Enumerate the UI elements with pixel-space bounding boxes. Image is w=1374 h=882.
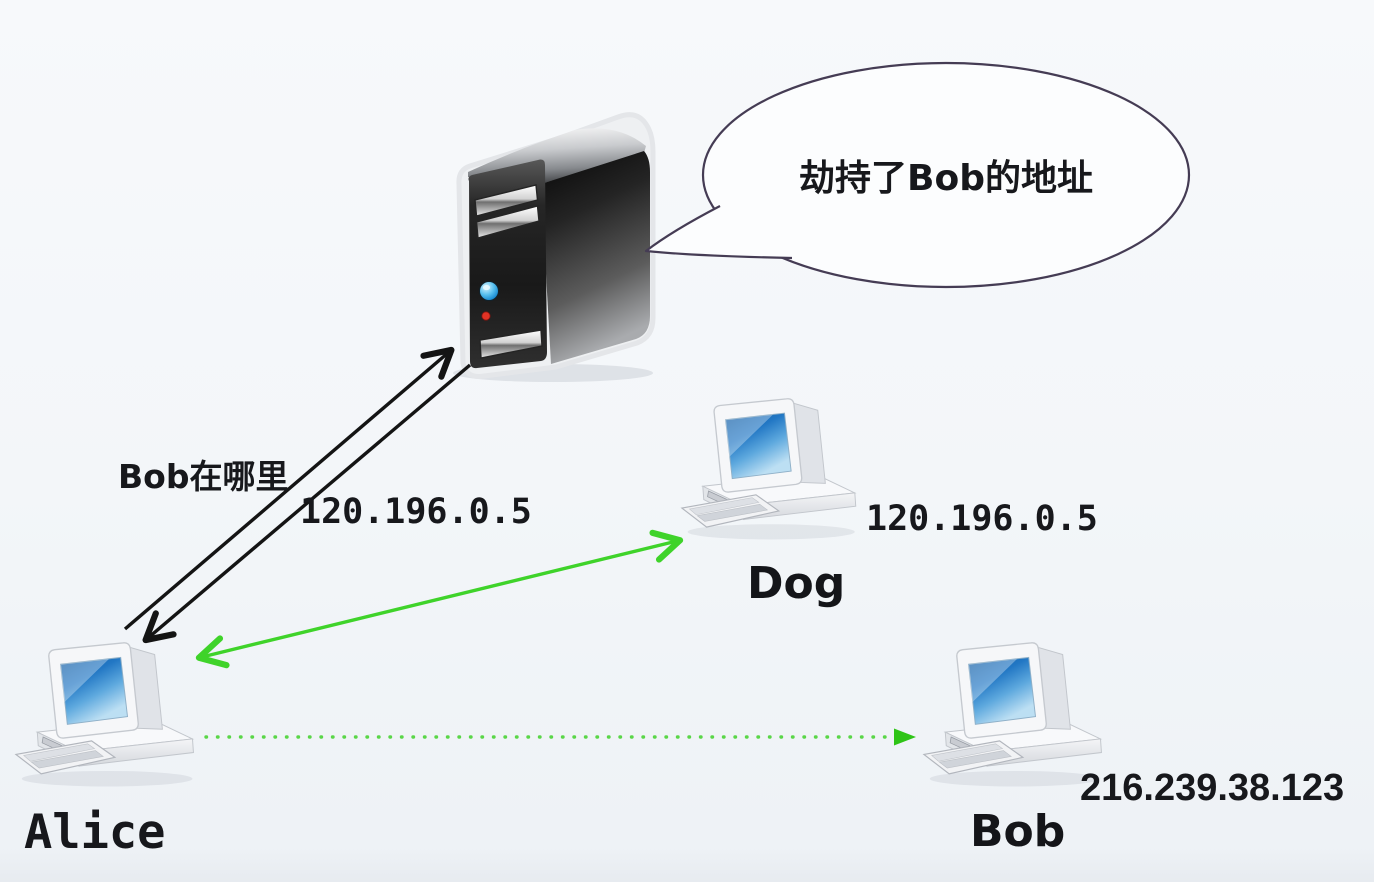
dog-ip-label: 120.196.0.5: [866, 499, 1098, 539]
dotted-arrowhead-icon: [894, 728, 916, 746]
speech-bubble-ellipse: [701, 61, 1191, 289]
query-arrow: [123, 346, 455, 631]
bob-computer-icon: [923, 642, 1103, 788]
alice-label: Alice: [24, 805, 165, 860]
bob-label: Bob: [970, 806, 1065, 857]
server-drive-bay: [475, 205, 540, 239]
server-drive-bay: [479, 329, 543, 359]
alice-bob-dotted-arrow: [204, 728, 916, 746]
dog-label: Dog: [747, 558, 845, 609]
alice-computer-icon: [15, 642, 195, 788]
speech-bubble: 劫持了Bob的地址: [644, 61, 1191, 289]
response-ip-label: 120.196.0.5: [300, 492, 532, 532]
speech-bubble-text: 劫持了Bob的地址: [799, 158, 1093, 199]
server-power-button-icon: [479, 281, 499, 301]
dog-computer-icon: [681, 398, 857, 541]
dns-server-icon: [453, 112, 656, 382]
server-led-icon: [481, 311, 491, 321]
alice-dog-arrow: [195, 529, 684, 669]
server-drive-bay: [474, 184, 539, 217]
bob-ip-label: 216.239.38.123: [1080, 767, 1344, 809]
query-label: Bob在哪里: [118, 457, 288, 496]
speech-bubble-tail: [644, 205, 793, 260]
